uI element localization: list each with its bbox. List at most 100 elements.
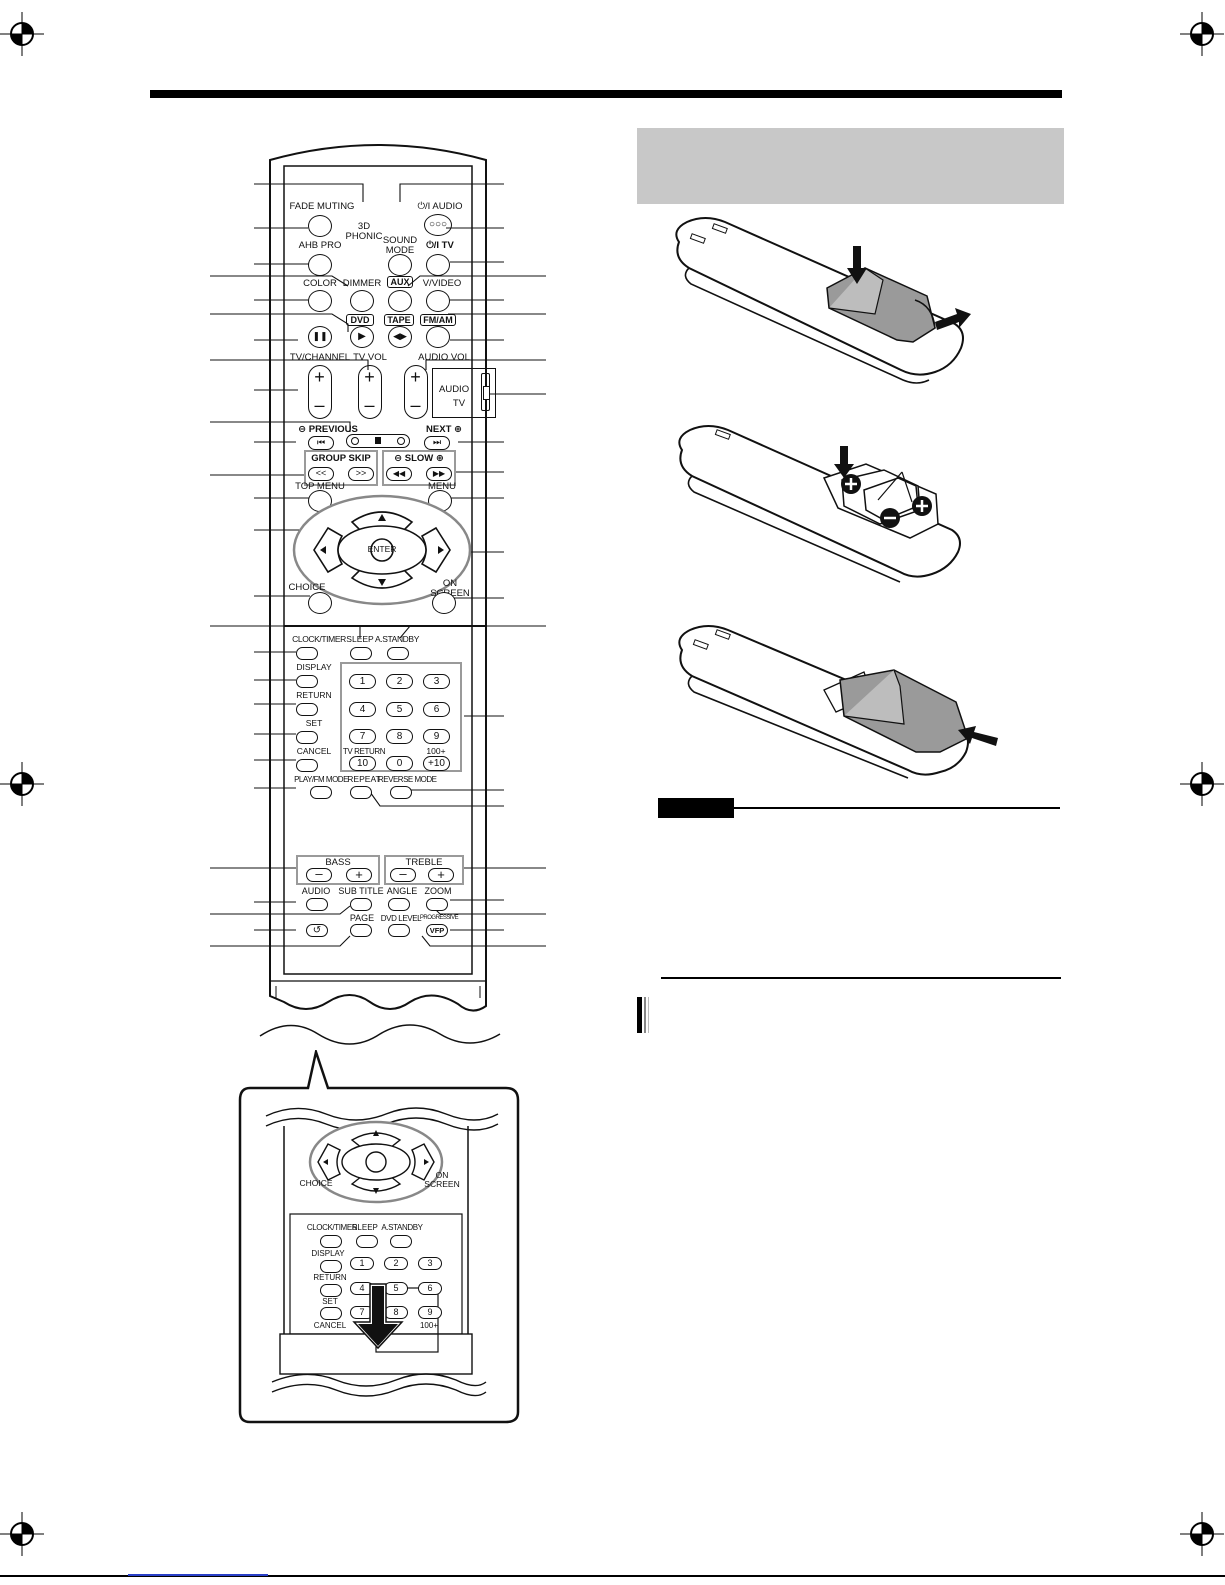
num-0-button[interactable]: 0	[386, 756, 413, 771]
aux-button[interactable]	[388, 290, 412, 312]
group-skip-forward-button[interactable]: >>	[348, 467, 374, 481]
choice-button[interactable]	[308, 592, 332, 614]
group-skip-back-button[interactable]: <<	[308, 467, 334, 481]
back-arrow-icon: ↺	[312, 925, 322, 936]
zoom-num-4-button[interactable]: 4	[350, 1282, 374, 1295]
zoom-num-9-button[interactable]: 9	[418, 1306, 442, 1319]
zoom-num-1-button[interactable]: 1	[350, 1257, 374, 1270]
tv-channel-rocker[interactable]: + –	[308, 365, 332, 419]
tv-vol-rocker[interactable]: + –	[358, 365, 382, 419]
footer-link-underline	[128, 1574, 268, 1576]
cancel-label: CANCEL	[296, 746, 332, 756]
audio-tv-slider[interactable]	[481, 373, 490, 411]
zoom-num-5-button[interactable]: 5	[384, 1282, 408, 1295]
num-7-button[interactable]: 7	[349, 729, 376, 744]
note-end-rule	[661, 977, 1061, 979]
num-10-button[interactable]: 10	[349, 756, 376, 771]
ahb-pro-label: AHB PRO	[298, 240, 342, 251]
note-rule	[734, 807, 1060, 809]
cancel-button[interactable]	[296, 759, 318, 772]
dvd-label: DVD	[346, 314, 374, 326]
slider-knob[interactable]	[483, 386, 490, 400]
zoom-on-screen-label: ON	[435, 1170, 449, 1180]
back-button[interactable]: ↺	[306, 924, 328, 937]
slow-box	[382, 450, 456, 486]
zoom-num-2-button[interactable]: 2	[384, 1257, 408, 1270]
power-tv-button[interactable]	[426, 254, 450, 276]
audio-button[interactable]	[306, 898, 328, 911]
v-video-button[interactable]	[426, 290, 450, 312]
crop-mark-bottom-left	[0, 1512, 44, 1556]
phonic-3d-label: 3D	[357, 221, 371, 232]
dvd-level-label: DVD LEVEL	[380, 914, 422, 923]
audio-vol-rocker[interactable]: + –	[404, 365, 428, 419]
num-9-button[interactable]: 9	[423, 729, 450, 744]
num-8-button[interactable]: 8	[386, 729, 413, 744]
slide-down-arrow-icon	[352, 1283, 404, 1350]
pause-button[interactable]: ❚❚	[308, 326, 332, 348]
zoom-display-button[interactable]	[320, 1260, 342, 1273]
repeat-button[interactable]	[350, 786, 372, 799]
page-button[interactable]	[350, 924, 372, 937]
next-button[interactable]: ⏭	[424, 436, 450, 450]
insert-batteries-illustration	[678, 425, 961, 583]
sub-title-label: SUB TITLE	[338, 886, 384, 896]
slow-back-button[interactable]: ◀◀	[386, 467, 412, 481]
stop-button[interactable]	[346, 434, 410, 448]
num-plus10-button[interactable]: +10	[423, 756, 450, 771]
play-fm-mode-button[interactable]	[310, 786, 332, 799]
color-button[interactable]	[308, 290, 332, 312]
fade-muting-button[interactable]	[308, 215, 332, 237]
vfp-button[interactable]: VFP	[426, 924, 448, 937]
hundred-plus-label: 100+	[426, 746, 446, 756]
sleep-button[interactable]	[350, 647, 372, 660]
audio-tv-switch-box[interactable]: AUDIO TV	[432, 368, 496, 418]
clock-timer-button[interactable]	[296, 647, 318, 660]
cursor-pad[interactable]	[290, 494, 476, 606]
ahb-pro-button[interactable]	[308, 254, 332, 276]
angle-button[interactable]	[388, 898, 410, 911]
set-button[interactable]	[296, 731, 318, 744]
zoom-num-3-button[interactable]: 3	[418, 1257, 442, 1270]
previous-button[interactable]: ⏮	[308, 436, 334, 450]
reverse-mode-button[interactable]	[390, 786, 412, 799]
zoom-return-button[interactable]	[320, 1284, 342, 1297]
zoom-button[interactable]	[426, 898, 448, 911]
num-2-button[interactable]: 2	[386, 674, 413, 689]
zoom-num-6-button[interactable]: 6	[418, 1282, 442, 1295]
dvd-play-button[interactable]: ▶	[350, 326, 374, 348]
slow-forward-button[interactable]: ▶▶	[426, 467, 452, 481]
zoom-clock-timer-button[interactable]	[320, 1235, 342, 1248]
zoom-sleep-button[interactable]	[356, 1235, 378, 1248]
num-4-button[interactable]: 4	[349, 702, 376, 717]
num-5-button[interactable]: 5	[386, 702, 413, 717]
bass-minus-button[interactable]: –	[306, 867, 332, 882]
num-1-button[interactable]: 1	[349, 674, 376, 689]
slow-forward-icon: ▶▶	[432, 469, 446, 478]
sound-mode-button[interactable]	[388, 254, 412, 276]
color-label: COLOR	[303, 278, 337, 289]
tape-play-button[interactable]: ◀▶	[388, 326, 412, 348]
clock-timer-label: CLOCK/TIMER	[292, 634, 346, 644]
bass-plus-button[interactable]: +	[346, 868, 372, 882]
sub-title-button[interactable]	[350, 898, 372, 911]
zoom-set-label: SET	[322, 1297, 338, 1306]
crop-mark-mid-right	[1180, 762, 1224, 806]
return-button[interactable]	[296, 703, 318, 716]
treble-minus-button[interactable]: –	[390, 867, 416, 882]
dimmer-button[interactable]	[350, 290, 374, 312]
num-6-button[interactable]: 6	[423, 702, 450, 717]
zoom-return-label: RETURN	[313, 1273, 347, 1282]
dvd-level-button[interactable]	[388, 924, 410, 937]
a-standby-button[interactable]	[387, 647, 409, 660]
v-video-label: V/VIDEO	[422, 278, 462, 289]
fm-am-button[interactable]	[426, 326, 450, 348]
zoom-a-standby-button[interactable]	[390, 1235, 412, 1248]
audio-vol-label: AUDIO VOL	[418, 352, 470, 363]
zoom-set-button[interactable]	[320, 1307, 342, 1320]
num-3-button[interactable]: 3	[423, 674, 450, 689]
display-button[interactable]	[296, 675, 318, 688]
power-audio-button[interactable]: ○○○	[424, 214, 452, 236]
on-screen-button[interactable]	[432, 592, 456, 614]
treble-plus-button[interactable]: +	[428, 868, 454, 882]
